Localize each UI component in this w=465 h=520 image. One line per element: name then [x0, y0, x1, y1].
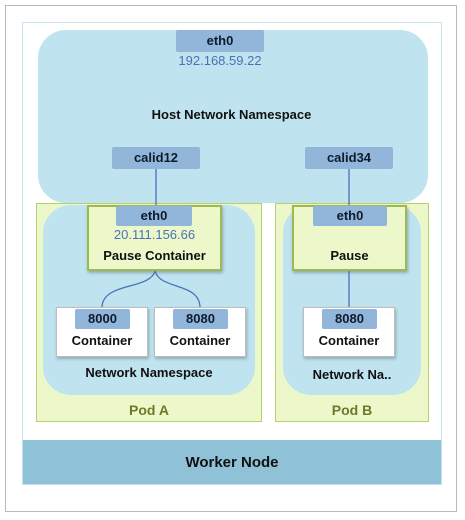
worker-node-label: Worker Node [185, 454, 279, 471]
container-label: Container [71, 333, 133, 348]
pod-b-pause-title: Pause [330, 248, 369, 263]
calid12-tag: calid12 [112, 147, 200, 169]
host-namespace-title: Host Network Namespace [151, 107, 312, 122]
port-8000-tag: 8000 [75, 309, 130, 329]
pod-a-eth0-tag: eth0 [116, 206, 192, 226]
container-label: Container [318, 333, 380, 348]
port-8080-tag: 8080 [173, 309, 228, 329]
pod-a-pause-title: Pause Container [103, 248, 206, 263]
container-label: Container [169, 333, 231, 348]
pod-b-eth0-tag: eth0 [313, 206, 387, 226]
worker-node-bar [23, 440, 441, 484]
calid34-tag: calid34 [305, 147, 393, 169]
port-8080-tag: 8080 [322, 309, 377, 329]
pod-b-label: Pod B [331, 402, 373, 418]
host-network-namespace [38, 30, 428, 203]
pod-a-pause-ip: 20.111.156.66 [113, 227, 196, 242]
pause-to-8000-line [101, 270, 156, 308]
host-eth0-tag: eth0 [176, 30, 264, 52]
pod-a-label: Pod A [129, 402, 169, 418]
pod-b-netns-label: Network Na.. [312, 367, 392, 382]
host-ip: 192.168.59.22 [178, 53, 262, 68]
pause-to-8080-line [154, 270, 201, 308]
pod-a-netns-label: Network Namespace [85, 365, 213, 380]
